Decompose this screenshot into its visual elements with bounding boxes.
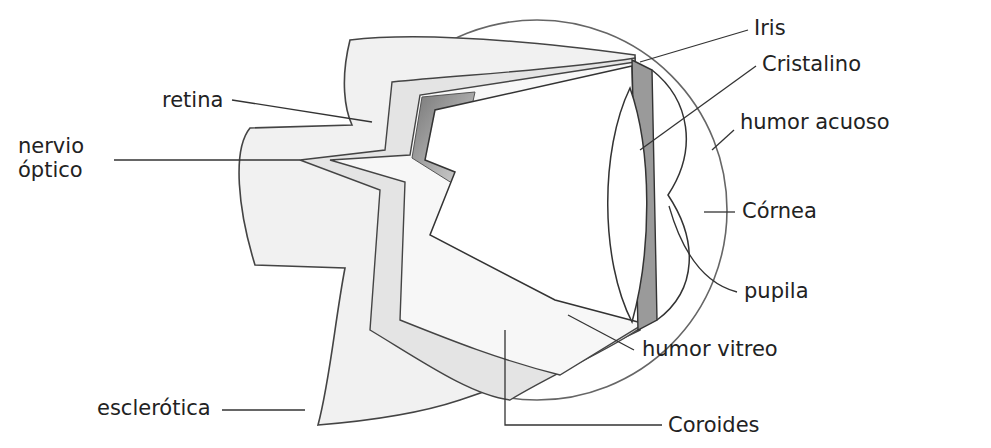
leader-line (640, 66, 756, 150)
leader-lines (114, 30, 756, 425)
part-label: nervio óptico (16, 134, 112, 182)
leader-line (232, 100, 372, 122)
part-label: humor vitreo (640, 337, 780, 361)
leader-line (640, 30, 748, 62)
leader-line (704, 211, 735, 212)
part-label: humor acuoso (738, 110, 892, 134)
lens-shape (608, 88, 647, 322)
part-label: esclerótica (95, 396, 213, 420)
part-label: Cristalino (760, 52, 863, 76)
leader-line (505, 330, 662, 425)
choroid-shape (300, 58, 640, 400)
leader-line (568, 315, 634, 350)
part-label: Iris (752, 16, 788, 40)
part-label: pupila (742, 279, 811, 303)
vitreous-shape (425, 66, 638, 322)
part-label: Córnea (740, 199, 819, 223)
retina-shape (330, 62, 640, 375)
sclera-shape (239, 37, 640, 425)
part-label: Coroides (666, 413, 762, 437)
leader-line (669, 206, 737, 292)
leader-line (114, 159, 300, 160)
part-label: retina (160, 88, 225, 112)
cornea-curve (652, 70, 689, 320)
leader-line (712, 130, 734, 150)
leader-line (222, 409, 305, 410)
